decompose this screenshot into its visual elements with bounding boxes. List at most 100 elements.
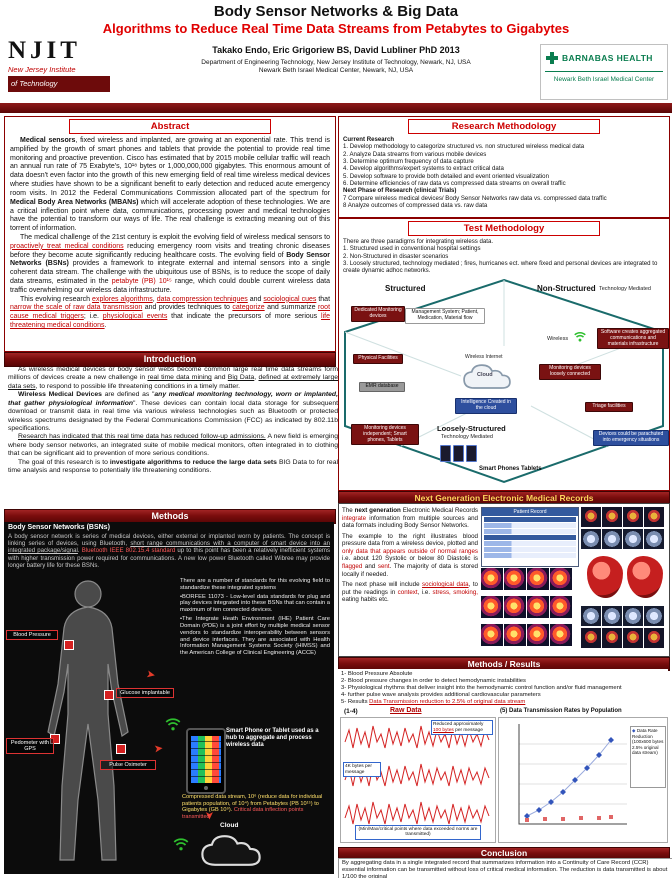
emr-paragraph-1: The next generation Electronic Medical R… — [342, 507, 479, 530]
brain-scan-thumbnail — [527, 624, 549, 646]
patient-record-row — [484, 547, 576, 552]
patient-record-label: Patient Record — [482, 508, 578, 516]
patient-record-row — [484, 517, 576, 522]
patient-record-row — [484, 535, 576, 540]
paradigm-diagram: Structured Non-Structured Technology Med… — [341, 276, 669, 487]
patient-record-row — [484, 523, 576, 528]
mr-item: 1- Blood Pressure Absolute — [341, 671, 413, 677]
brain-scan-thumbnail — [527, 568, 549, 590]
mri-thumbnail — [644, 529, 664, 549]
conclusion-text: By aggregating data in a single integrat… — [338, 858, 672, 878]
chart-legend: ◆ Data Rate Reduction (100x600 bytes 2.5… — [630, 726, 666, 788]
emr-paragraph-3: The next phase will include sociological… — [342, 581, 478, 604]
mri-thumbnail — [623, 606, 643, 626]
blood-pressure-sensor-icon — [64, 640, 74, 650]
rm-next-phase-heading: Next Phase of Research (clinical Trials) — [343, 187, 457, 195]
brain-scan-thumbnail — [550, 624, 572, 646]
diagram-region-structured: Structured — [385, 284, 426, 293]
brain-scan-thumbnail — [602, 628, 622, 648]
introduction-paragraph-2: Wireless Medical Devices are defined as … — [8, 391, 338, 432]
barnabas-name: BARNABAS HEALTH — [562, 53, 653, 63]
diagram-label-smart-phones: Smart Phones Tablets — [479, 466, 542, 472]
heart-images — [585, 554, 669, 605]
legend-text: Data Rate Reduction (100x600 bytes 2.5% … — [632, 728, 664, 755]
brain-scan-thumbnail — [644, 628, 664, 648]
diagram-box-independent: Monitoring devices independent; Smart ph… — [351, 424, 419, 446]
sensor-label-glucose: Glucose implantable — [116, 688, 174, 699]
transmission-chart-title: (5) Data Transmission Rates by Populatio… — [500, 708, 622, 714]
brain-scan-thumbnail — [481, 624, 503, 646]
mri-strip-1 — [581, 507, 667, 533]
abstract-title: Abstract — [69, 119, 271, 134]
research-methodology-body: Current Research 1. Develop methodology … — [339, 135, 669, 210]
poster-title: Body Sensor Networks & Big Data — [213, 3, 459, 20]
brain-scan-thumbnail — [602, 507, 622, 527]
njit-name-line1: New Jersey Institute — [8, 65, 76, 74]
diagram-region-nonstructured-sub: Technology Mediated — [599, 286, 651, 292]
abstract-body: Medical sensors, fixed wireless and impl… — [5, 135, 335, 333]
barnabas-divider — [545, 71, 663, 72]
mri-thumbnail — [581, 606, 601, 626]
brain-scan-thumbnail — [581, 507, 601, 527]
diagram-phone-icons — [439, 444, 478, 468]
glucose-sensor-icon — [104, 690, 114, 700]
rm-item: 2. Analyze Data streams from various mob… — [343, 150, 487, 158]
mri-thumbnail — [644, 606, 664, 626]
tm-item: 2. Non-Structured in disaster scenarios — [343, 252, 449, 260]
mr-item: 4- further pulse wave analysis provides … — [341, 691, 541, 698]
authors-line: Takako Endo, Eric Grigoriew BS, David Lu… — [212, 45, 460, 55]
phone-caption: Smart Phone or Tablet used as a hub to a… — [226, 728, 319, 749]
mri-thumbnail — [602, 529, 622, 549]
patient-record-row — [484, 553, 576, 558]
poster-subtitle: Algorithms to Reduce Real Time Data Stre… — [102, 21, 570, 36]
rm-item: 6. Determine efficiencies of raw data vs… — [343, 179, 566, 187]
methods-results-section: 1- Blood Pressure Absolute 2- Blood pres… — [338, 669, 668, 845]
mri-thumbnail — [602, 606, 622, 626]
test-methodology-body: There are three paradigms for integratin… — [339, 237, 669, 276]
brain-scan-thumbnail — [623, 507, 643, 527]
brain-scan-thumbnail — [581, 628, 601, 648]
bsn-paragraph: A body sensor network is series of medic… — [8, 533, 331, 569]
research-methodology-title: Research Methodology — [408, 119, 600, 134]
njit-name-line2: of Technology — [8, 76, 110, 92]
diagram-cloud-icon — [463, 364, 511, 389]
wifi-icon — [574, 331, 586, 342]
introduction-section: As wireless medical devices or body sens… — [4, 366, 342, 508]
annotation-4k-bytes: 4K bytes per message — [343, 762, 381, 778]
pulse-oximeter-sensor-icon — [116, 744, 126, 754]
emr-paragraph-2: The example to the right illustrates blo… — [342, 532, 478, 578]
standards-block: There are a number of standards for this… — [180, 578, 330, 657]
mri-strip-2 — [581, 529, 667, 555]
test-methodology-title: Test Methodology — [408, 221, 600, 236]
human-figure-icon — [47, 580, 129, 861]
rm-item: 7 Compare wireless medical devices/ Body… — [343, 194, 607, 202]
brain-scan-thumbnail — [623, 628, 643, 648]
mr-item: 3- Physiological rhythms that deliver in… — [341, 684, 622, 691]
standards-paragraph-1: There are a number of standards for this… — [180, 578, 330, 591]
rm-item: 8 Analyze outcomes of compressed data vs… — [343, 201, 488, 209]
diagram-box-loosely-connected: Monitoring devices loosely connected — [539, 364, 601, 380]
brain-scan-thumbnail — [644, 507, 664, 527]
affiliation-line-2: Newark Beth Israel Medical Center, Newar… — [258, 67, 414, 74]
rm-item: 4. Develop algorithms/expert systems to … — [343, 165, 504, 173]
diagram-box-triage: Triage facilities — [585, 402, 633, 412]
abstract-paragraph-1: Medical sensors, fixed wireless and impl… — [10, 137, 331, 233]
affiliation-line-1: Department of Engineering Technology, Ne… — [201, 59, 471, 66]
rm-item: 5. Develop software to provide both deta… — [343, 172, 549, 180]
sensor-label-pulse-oximeter: Pulse Oximeter — [100, 760, 156, 771]
introduction-header: Introduction — [4, 352, 336, 367]
diagram-region-loose-sub: Technology Mediated — [441, 434, 493, 440]
arrow-icon: ➤ — [153, 742, 164, 756]
introduction-paragraph-3: Research has indicated that this real ti… — [8, 433, 338, 458]
diagram-label-wireless: Wireless — [547, 336, 569, 342]
annotation-reduced-bytes: Reduced approximately 100 bytes per mess… — [431, 720, 493, 736]
diagram-box-emr-database: EMR database — [359, 382, 405, 392]
diagram-region-loose: Loosely-Structured — [437, 424, 506, 433]
njit-logo: NJIT New Jersey Institute of Technology — [8, 38, 130, 103]
brain-scan-thumbnail — [527, 596, 549, 618]
diagram-cloud-label: Cloud — [477, 372, 493, 378]
diagram-box-management: Management System; Patient, Medication, … — [405, 308, 485, 324]
diagram-box-physical: Physical Facilities — [353, 354, 403, 364]
diagram-box-dedicated: Dedicated Monitoring devices — [351, 306, 405, 322]
cloud-label: Cloud — [220, 822, 239, 829]
